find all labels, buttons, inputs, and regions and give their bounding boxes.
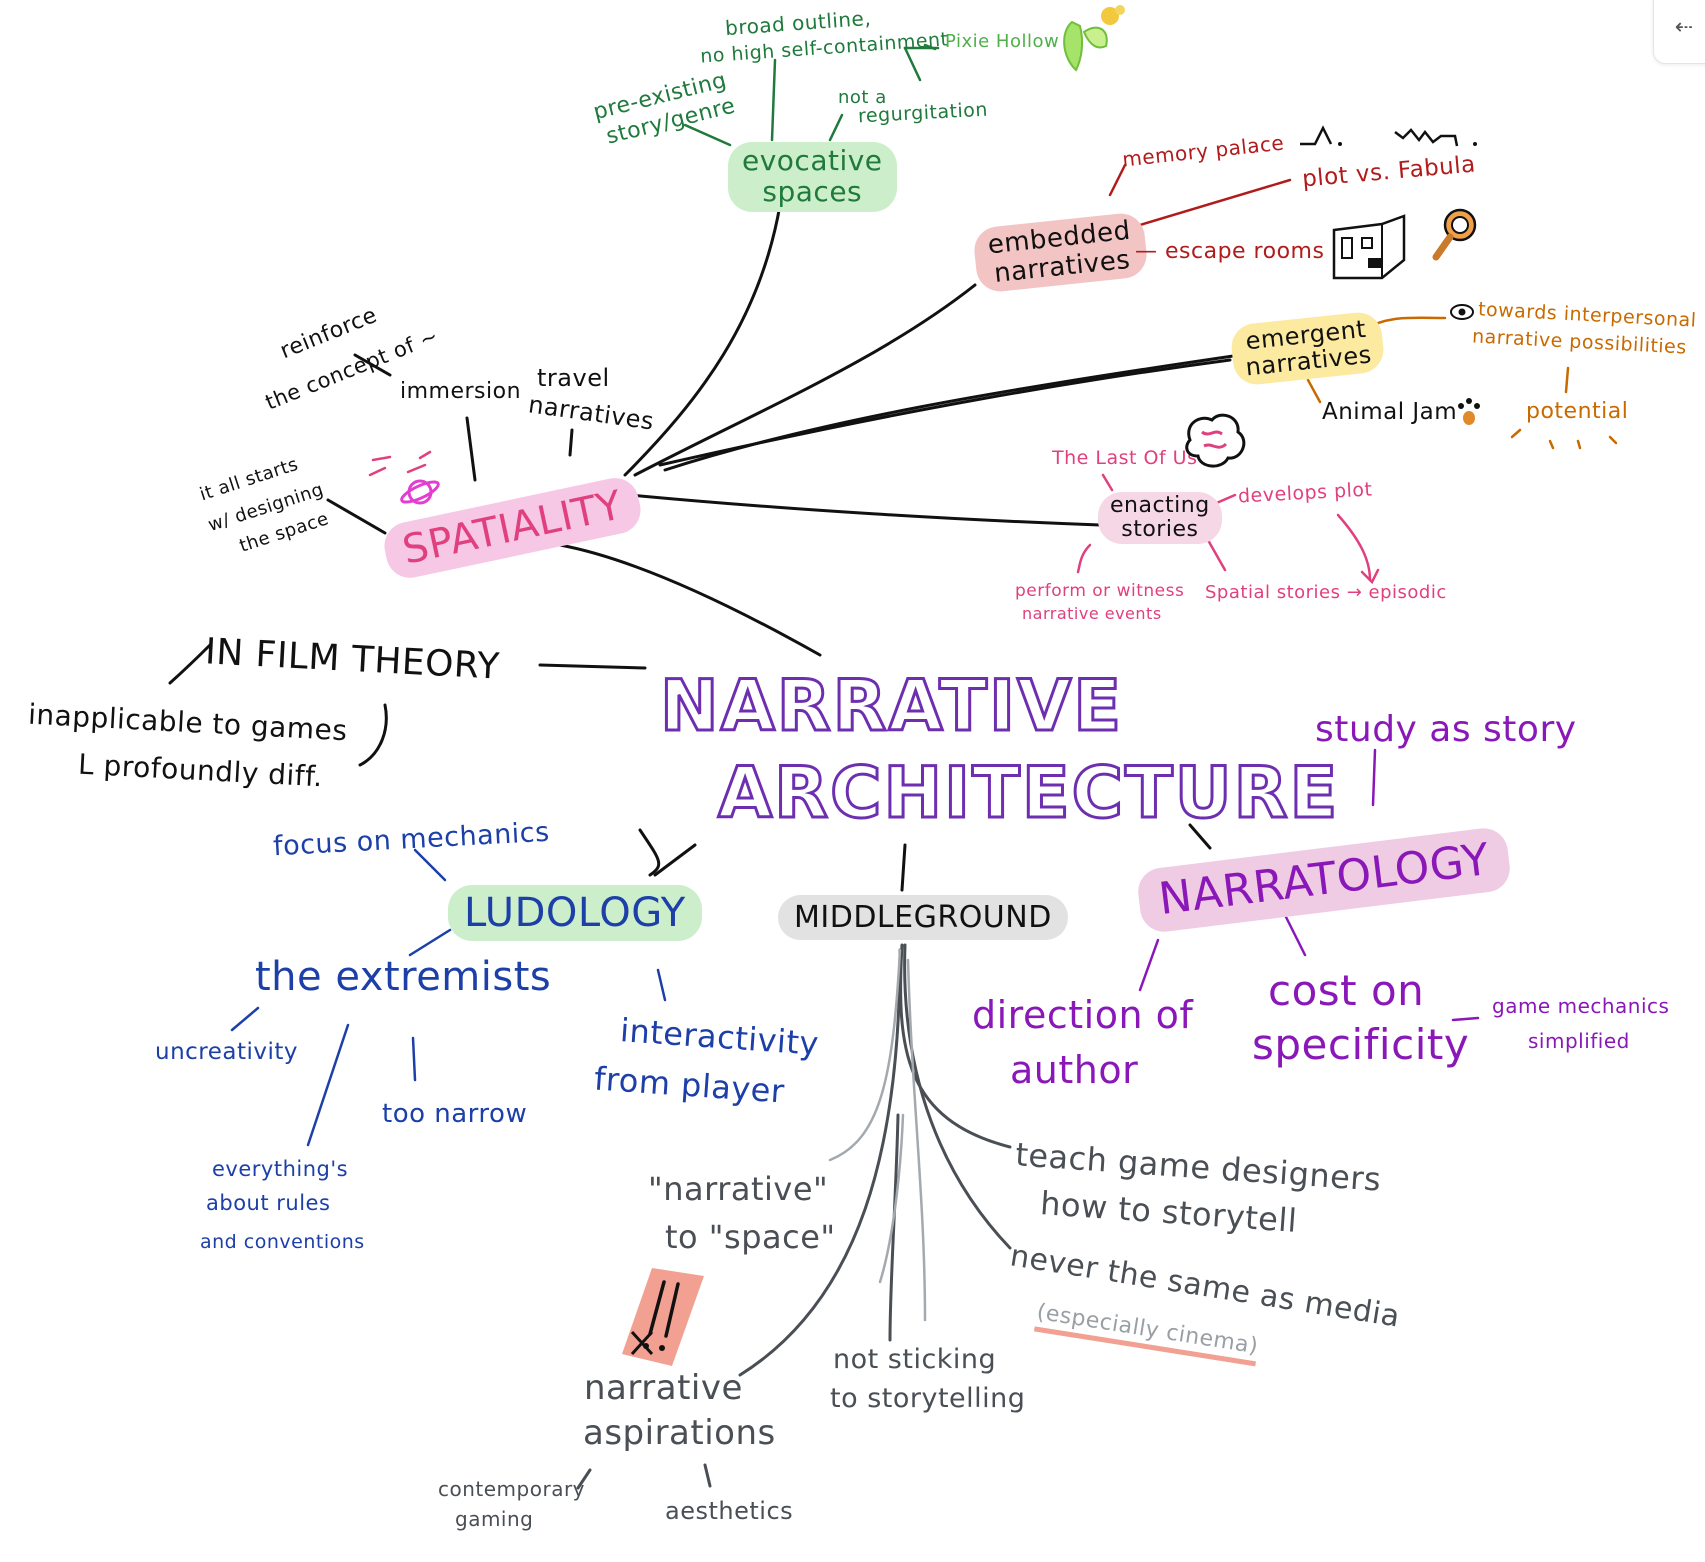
mechanics-simplified-line-1: game mechanics: [1492, 994, 1670, 1018]
embedded-links: [1108, 163, 1292, 230]
warning-icon: [622, 1268, 704, 1366]
fairy-icon: [1063, 5, 1125, 72]
mechanics-simplified-line-2: simplified: [1528, 1029, 1630, 1053]
extremists-label: the extremists: [255, 954, 552, 1000]
middleground-node: MIDDLEGROUND: [778, 895, 1068, 940]
rules-line-2: about rules: [206, 1191, 331, 1215]
cost-line-2: specificity: [1252, 1020, 1470, 1069]
escape-rooms-label: — escape rooms: [1135, 239, 1325, 264]
evocative-links: [683, 43, 940, 147]
perform-line-1: perform or witness: [1015, 581, 1185, 601]
planet-icon: [400, 479, 440, 505]
ludology-links: [230, 848, 667, 1147]
middleground-roots-light: [828, 948, 927, 1322]
aspirations-line-1: narrative: [584, 1368, 743, 1408]
narratology-links: [1138, 748, 1480, 1022]
immersion-label: immersion: [400, 379, 522, 404]
contemporary-line-2: gaming: [455, 1507, 534, 1531]
spatial-stories-label: Spatial stories → episodic: [1205, 582, 1447, 603]
fungus-icon: [1185, 413, 1246, 468]
not-sticking-line-1: not sticking: [833, 1344, 997, 1375]
contemporary-line-1: contemporary: [438, 1477, 586, 1501]
evocative-line-1: evocative: [742, 144, 883, 177]
cost-line-1: cost on: [1268, 966, 1425, 1015]
escape-room-icon: [1332, 214, 1406, 280]
perform-line-2: narrative events: [1022, 604, 1162, 623]
enacting-node: enacting stories: [1098, 492, 1222, 545]
ludology-node: LUDOLOGY: [448, 885, 702, 941]
eye-icon: [1450, 304, 1474, 320]
direction-line-1: direction of: [972, 993, 1194, 1037]
evocative-node: evocative spaces: [728, 142, 897, 212]
aspirations-line-2: aspirations: [583, 1413, 776, 1453]
title-line-1: NARRATIVE: [658, 665, 1124, 747]
direction-line-2: author: [1010, 1048, 1139, 1092]
back-arrow-icon: ⇠: [1674, 14, 1694, 40]
not-sticking-line-2: to storytelling: [830, 1383, 1026, 1414]
evocative-line-2: spaces: [762, 174, 863, 208]
rules-line-1: everything's: [212, 1157, 349, 1181]
notregurg-line-1: not a: [838, 87, 887, 108]
main-branches: [168, 203, 1242, 892]
title-line-2: ARCHITECTURE: [716, 752, 1340, 834]
aesthetics-label: aesthetics: [665, 1497, 794, 1525]
magnifying-glass-icon: [1432, 208, 1477, 261]
pixie-hollow-label: Pixie Hollow: [945, 31, 1060, 52]
back-button[interactable]: ⇠: [1653, 0, 1705, 64]
last-of-us-label: The Last Of Us: [1052, 447, 1198, 469]
plot-fabula-icon: [1300, 125, 1477, 147]
enacting-line-2: stories: [1121, 517, 1199, 543]
rules-line-3: and conventions: [200, 1231, 365, 1253]
narrative-space-line-1: "narrative": [648, 1170, 829, 1208]
enacting-line-1: enacting: [1110, 493, 1210, 518]
study-story-label: study as story: [1315, 709, 1577, 750]
narrative-space-line-2: to "space": [665, 1218, 836, 1256]
paw-icon: [1458, 398, 1480, 425]
travel-line-1: travel: [537, 364, 610, 392]
potential-label: potential: [1526, 399, 1629, 424]
animal-jam-label: Animal Jam: [1322, 399, 1458, 425]
too-narrow-label: too narrow: [382, 1099, 528, 1129]
uncreativity-label: uncreativity: [155, 1039, 299, 1065]
